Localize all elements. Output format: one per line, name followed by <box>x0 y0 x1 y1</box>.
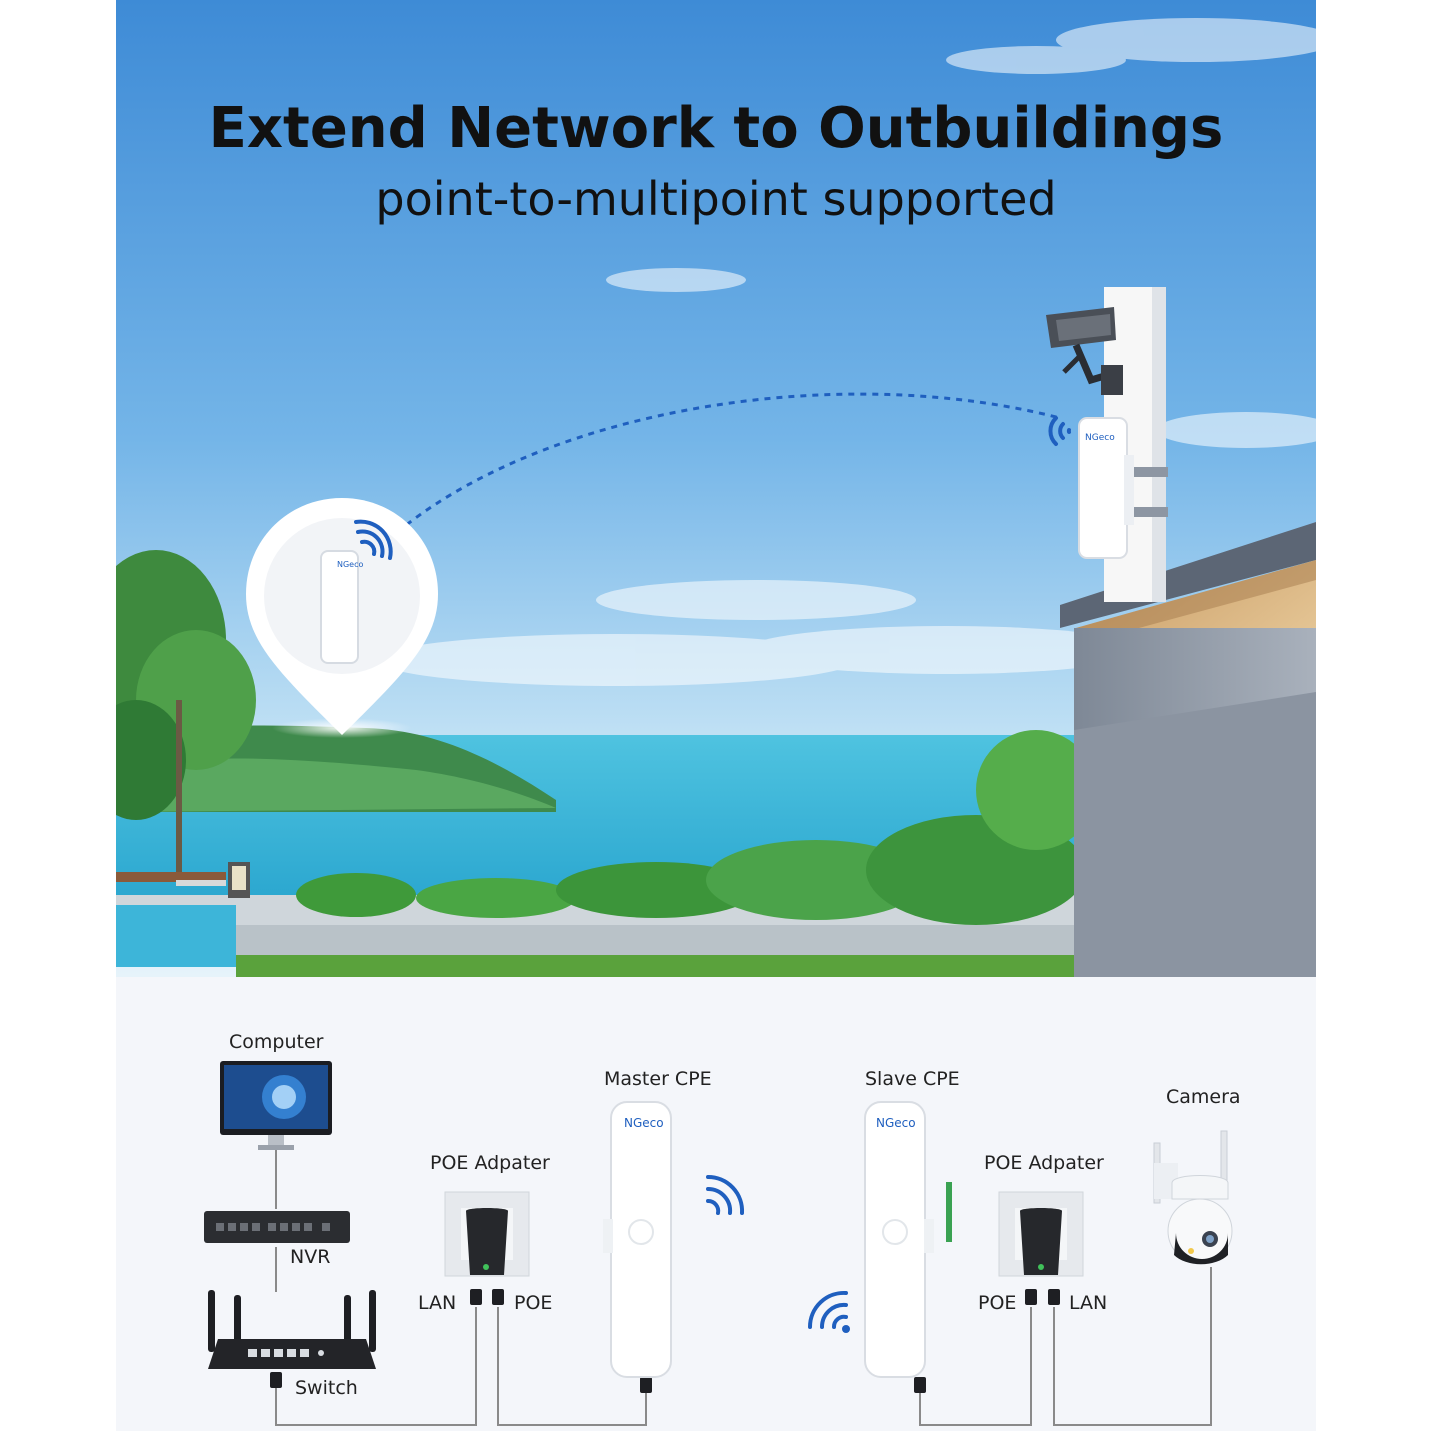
master-wifi-icon <box>706 1174 745 1215</box>
lawn <box>236 955 1076 977</box>
page-subtitle: point-to-multipoint supported <box>375 172 1057 226</box>
label-lan-left: LAN <box>418 1292 457 1314</box>
label-poe-right: POE <box>978 1292 1017 1314</box>
label-master-cpe: Master CPE <box>604 1068 712 1090</box>
slave-wifi-icon <box>807 1290 850 1333</box>
clouds <box>376 18 1316 686</box>
ethernet-plug-icon <box>270 1289 1060 1393</box>
lantern <box>228 862 250 898</box>
poe-adapter-left-icon <box>444 1191 530 1277</box>
label-nvr: NVR <box>290 1246 331 1268</box>
poe-adapter-right-icon <box>998 1191 1084 1277</box>
nvr-icon <box>204 1211 350 1243</box>
label-lan-right: LAN <box>1069 1292 1108 1314</box>
wireless-link-arc <box>387 392 1061 542</box>
pin-wifi-icon <box>354 519 393 560</box>
location-pin-marker: NGeco <box>246 498 438 738</box>
slave-cpe-logo: NGeco <box>876 1116 916 1130</box>
topology-illustration: NGeco NGeco <box>204 1061 1233 1426</box>
label-slave-cpe: Slave CPE <box>865 1068 960 1090</box>
slave-cpe-device: NGeco <box>864 1101 952 1378</box>
hedge <box>296 730 1096 925</box>
label-poe-adapter-right: POE Adpater <box>984 1152 1104 1174</box>
label-poe-left: POE <box>514 1292 553 1314</box>
pole-security-camera-icon <box>1046 307 1123 395</box>
router-switch-icon <box>208 1290 376 1369</box>
label-poe-adapter-left: POE Adpater <box>430 1152 550 1174</box>
product-infographic: NGeco NGeco <box>116 0 1316 1431</box>
pole-cpe-logo: NGeco <box>1085 433 1115 443</box>
pin-cpe-logo: NGeco <box>337 560 364 569</box>
building <box>1060 522 1316 977</box>
security-camera-icon <box>1153 1130 1233 1265</box>
pool <box>116 905 236 967</box>
cables <box>275 1149 1212 1426</box>
pole-cpe-device: NGeco <box>1078 417 1134 559</box>
page-title: Extend Network to Outbuildings <box>208 96 1224 161</box>
left-trees <box>116 550 256 880</box>
label-camera: Camera <box>1166 1086 1241 1108</box>
topology-diagram: NGeco NGeco <box>116 977 1316 1431</box>
master-cpe-logo: NGeco <box>624 1116 664 1130</box>
computer-icon <box>220 1061 332 1150</box>
hero-scene: NGeco NGeco <box>116 0 1316 977</box>
label-computer: Computer <box>229 1031 324 1053</box>
master-cpe-device: NGeco <box>603 1101 672 1378</box>
hero-illustration: NGeco NGeco <box>116 0 1316 977</box>
label-switch: Switch <box>295 1377 358 1399</box>
garden-wall <box>236 925 1076 955</box>
wifi-signal-icon <box>1048 416 1071 446</box>
